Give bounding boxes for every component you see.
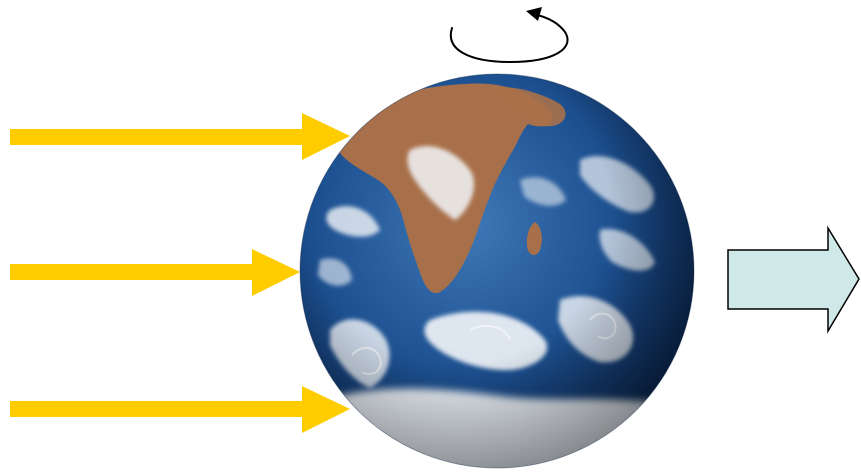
- earth-globe-icon: [300, 74, 700, 476]
- sun-rays: [10, 113, 350, 433]
- sun-ray-arrow-middle: [10, 249, 300, 296]
- sun-ray-arrow-top: [10, 113, 350, 160]
- right-block-arrow-icon: [728, 228, 859, 331]
- sun-ray-arrow-bottom: [10, 386, 350, 433]
- counter-clockwise-arrow-icon: [451, 7, 568, 62]
